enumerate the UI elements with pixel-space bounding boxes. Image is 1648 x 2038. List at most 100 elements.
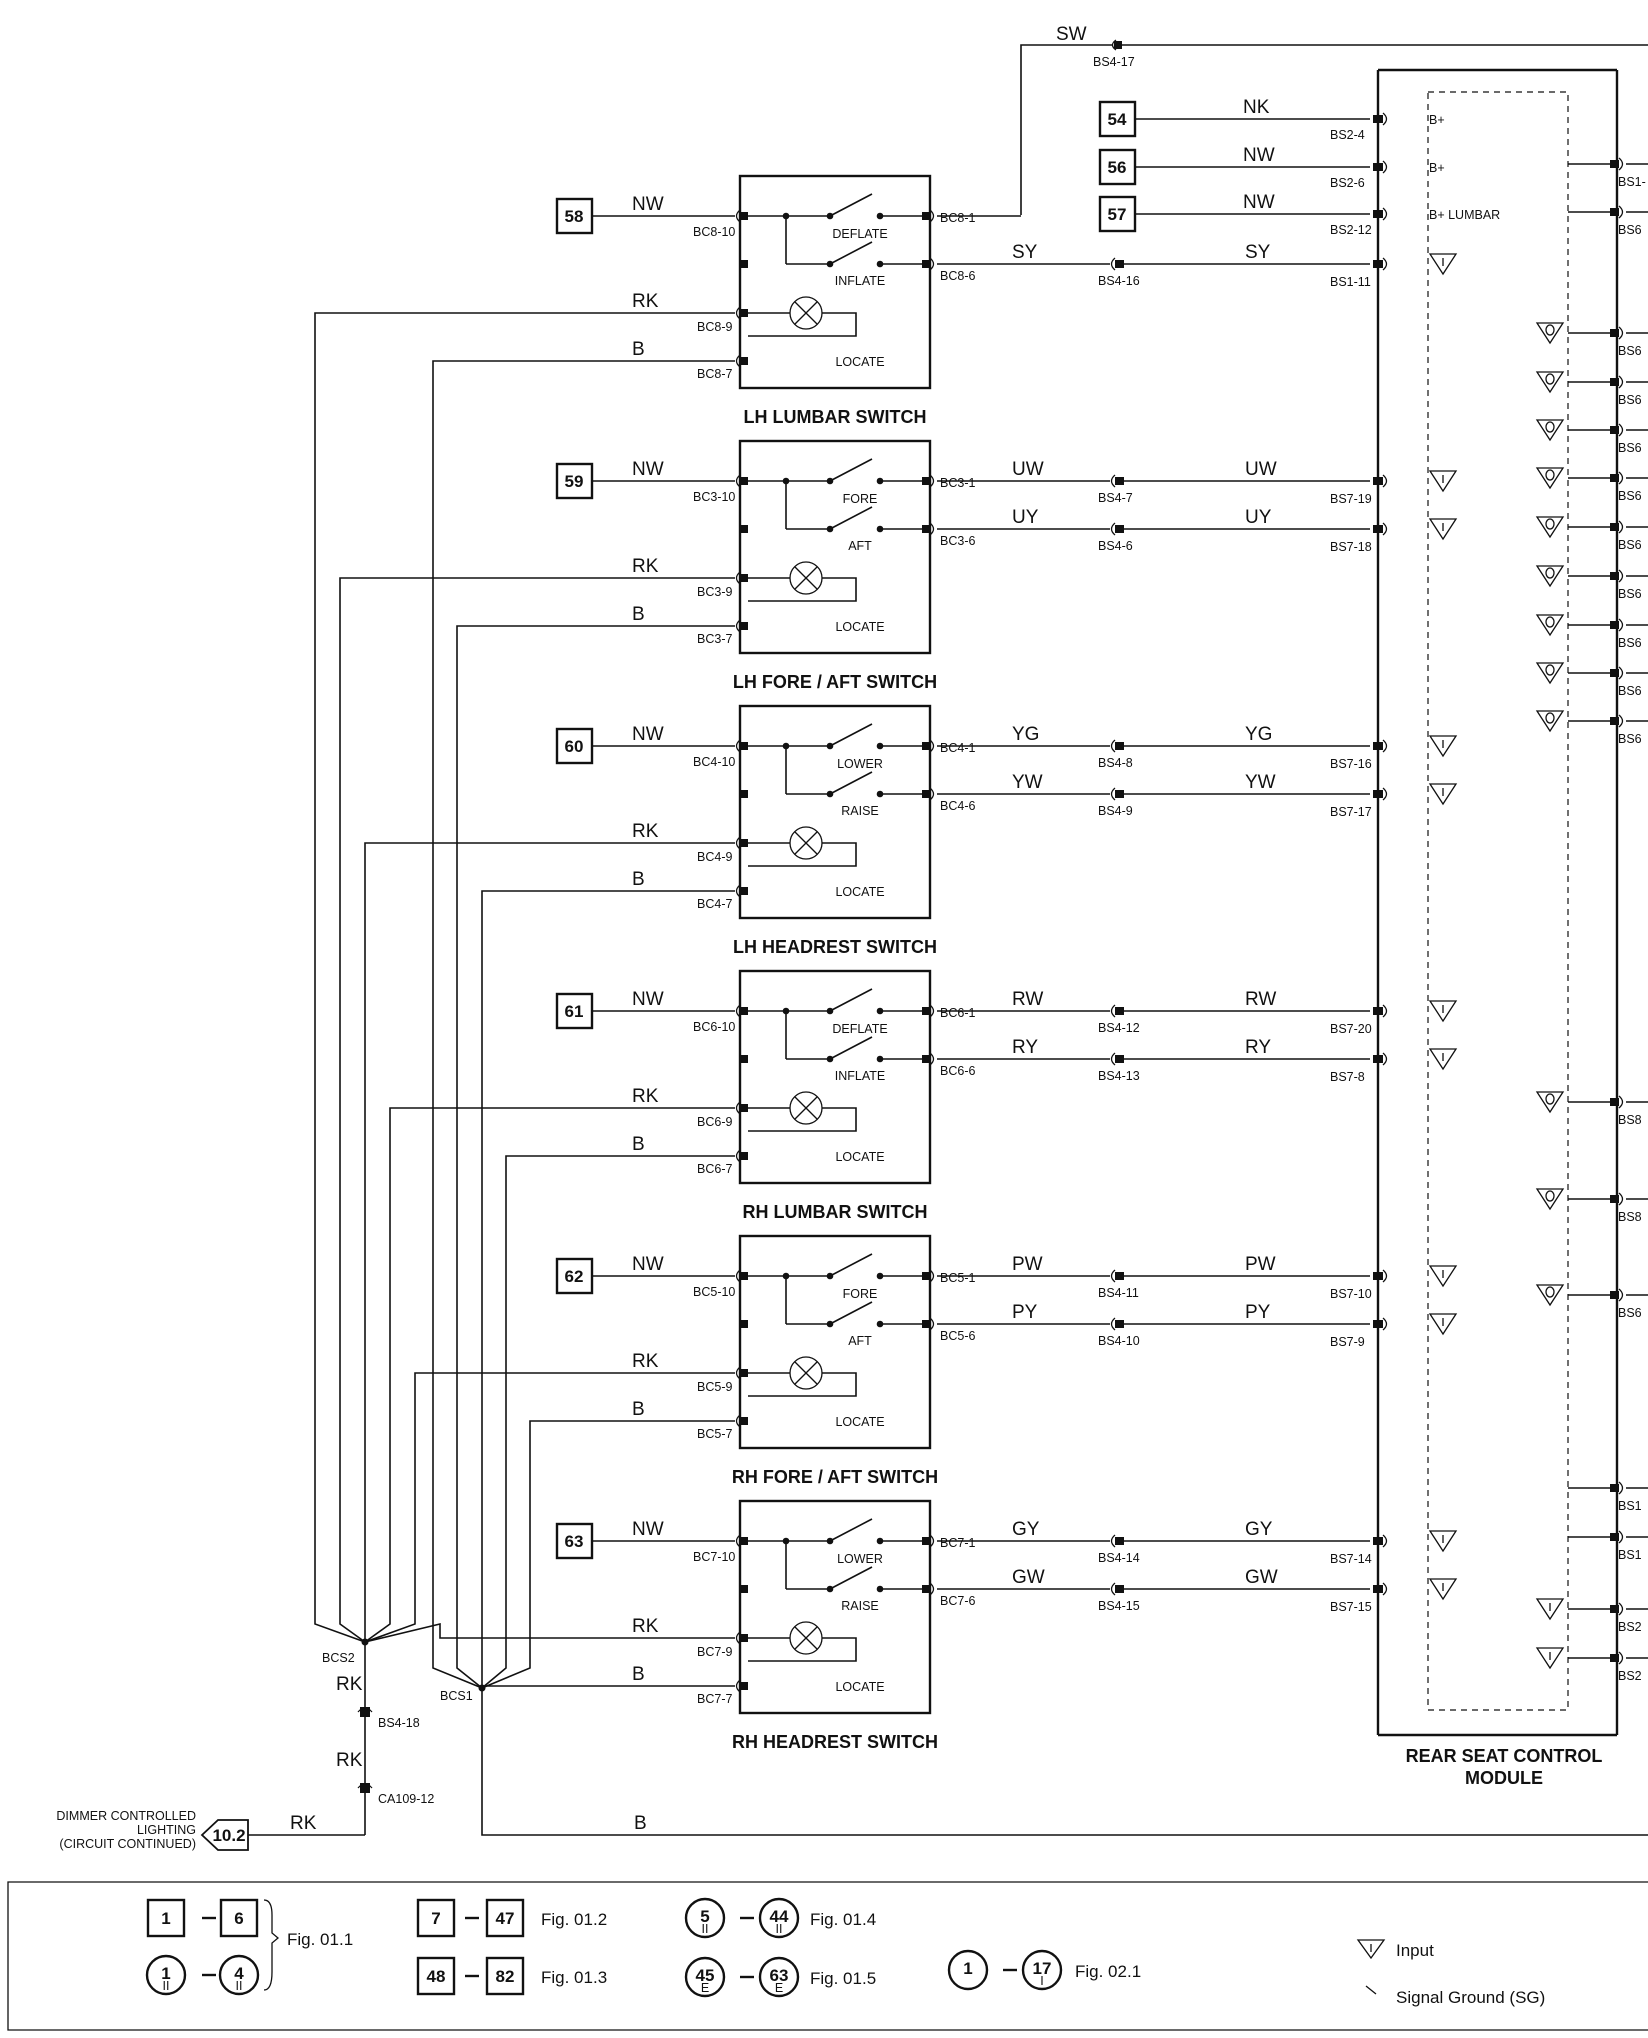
dimmer-ref: 10.2 xyxy=(212,1826,245,1845)
wire-color-right: PW xyxy=(1245,1254,1276,1275)
module-right-pin-label: BS6 xyxy=(1618,441,1642,455)
legend-circle-label: 63 xyxy=(770,1966,789,1985)
module-right-pin-label: BS8 xyxy=(1618,1210,1642,1224)
wire-color-left: SY xyxy=(1012,242,1038,263)
switch-feed-color: NW xyxy=(632,1254,664,1275)
module-right-pin-label: BS2 xyxy=(1618,1620,1642,1634)
switch-title: LH HEADREST SWITCH xyxy=(733,937,937,957)
legend-circle xyxy=(145,1954,187,1996)
supply-ref: 57 xyxy=(1108,205,1127,224)
rk-wire-1: RK xyxy=(336,1674,363,1695)
switch-ref: 62 xyxy=(565,1267,584,1286)
input-icon xyxy=(1428,1313,1458,1336)
ca109-label: CA109-12 xyxy=(378,1792,434,1806)
input-icon xyxy=(1535,1598,1565,1621)
switch-locate-label: LOCATE xyxy=(835,885,884,899)
switch-ref-box: 59 xyxy=(555,462,594,500)
input-icon xyxy=(1428,1265,1458,1288)
module-right-pin-label: BS6 xyxy=(1618,393,1642,407)
switch-locate-label: LOCATE xyxy=(835,355,884,369)
legend-square-label: 47 xyxy=(496,1909,515,1928)
switch-ground-wire-color: B xyxy=(632,1399,645,1420)
legend-circle-label: 1 xyxy=(161,1964,170,1983)
input-icon xyxy=(1428,1048,1458,1071)
wire-color-right: PY xyxy=(1245,1302,1271,1323)
signal-ground-icon xyxy=(1535,614,1565,637)
module-pin: BS7-9 xyxy=(1330,1335,1365,1349)
input-icon xyxy=(1428,1000,1458,1023)
wire-color-left: YW xyxy=(1012,772,1043,793)
switch-lamp-pin: BC7-9 xyxy=(697,1645,732,1659)
inline-connector: BS4-15 xyxy=(1098,1599,1140,1613)
switch-ground-wire-color: B xyxy=(632,869,645,890)
module-title-line1: REAR SEAT CONTROL xyxy=(1406,1746,1603,1766)
wire-color-right: UW xyxy=(1245,459,1277,480)
inline-connector: BS4-6 xyxy=(1098,539,1133,553)
module-right-pin: BS6 xyxy=(1535,516,1648,552)
switch-out1-pin: BC4-1 xyxy=(940,741,975,755)
legend-fig-label: Fig. 01.1 xyxy=(287,1930,353,1949)
switch-ground-wire-color: B xyxy=(632,604,645,625)
wire-color-left: UW xyxy=(1012,459,1044,480)
switch-title: RH HEADREST SWITCH xyxy=(732,1732,938,1752)
switch-out1-pin: BC7-1 xyxy=(940,1536,975,1550)
module-pin: BS7-20 xyxy=(1330,1022,1372,1036)
dimmer-line1: DIMMER CONTROLLED xyxy=(56,1809,196,1823)
wire-color-left: GY xyxy=(1012,1519,1040,1540)
switch-ground-pin: BC7-7 xyxy=(697,1692,732,1706)
switch-position-2: INFLATE xyxy=(835,274,885,288)
inline-connector: BS4-13 xyxy=(1098,1069,1140,1083)
legend-circle-label: 45 xyxy=(696,1966,715,1985)
input-icon xyxy=(1428,783,1458,806)
legend-square-label: 1 xyxy=(161,1909,170,1928)
switch-locate-label: LOCATE xyxy=(835,1680,884,1694)
supply-pin: BS2-4 xyxy=(1330,128,1365,142)
input-icon xyxy=(1428,253,1458,276)
legend-square-label: 48 xyxy=(427,1967,446,1986)
switch-ground-wire-color: B xyxy=(632,339,645,360)
switch-feed-color: NW xyxy=(632,1519,664,1540)
module-right-pin: BS6 xyxy=(1535,467,1648,503)
module-right-pin: BS6 xyxy=(1535,419,1648,455)
module-right-pin: BS1- xyxy=(1568,157,1648,189)
signal-ground-icon xyxy=(1535,516,1565,539)
input-icon xyxy=(1428,735,1458,758)
switch-feed-color: NW xyxy=(632,194,664,215)
module-right-column: BS1-BS6BS6BS6BS6BS6BS6BS6BS6BS6BS6BS8BS8… xyxy=(1535,157,1648,1683)
module-right-pin-label: BS6 xyxy=(1618,489,1642,503)
switch-out2-pin: BC7-6 xyxy=(940,1594,975,1608)
legend-circle xyxy=(758,1897,800,1939)
legend-input-label: Input xyxy=(1396,1941,1434,1960)
supply-pin: BS2-6 xyxy=(1330,176,1365,190)
module-right-pin-label: BS2 xyxy=(1618,1669,1642,1683)
switch-lamp-wire-color: RK xyxy=(632,1086,659,1107)
module-right-pin: BS2 xyxy=(1535,1598,1648,1634)
legend-circle-sub: I xyxy=(1040,1974,1043,1988)
switch-ground-pin: BC4-7 xyxy=(697,897,732,911)
switch-title: RH FORE / AFT SWITCH xyxy=(732,1467,938,1487)
switch-ground-pin: BC3-7 xyxy=(697,632,732,646)
switch-ref-box: 60 xyxy=(555,727,594,765)
switch-ref-box: 61 xyxy=(555,992,594,1030)
signal-ground-icon xyxy=(1535,1188,1565,1211)
inline-connector: BS4-10 xyxy=(1098,1334,1140,1348)
module-right-pin: BS6 xyxy=(1535,1284,1648,1320)
legend-circle-sub: E xyxy=(701,1981,709,1995)
rear-seat-control-module: REAR SEAT CONTROL MODULE xyxy=(1376,68,1619,1788)
supply-pin: BS2-12 xyxy=(1330,223,1372,237)
switch-position-1: FORE xyxy=(843,492,878,506)
inline-connector: BS4-7 xyxy=(1098,491,1133,505)
legend-square xyxy=(146,1898,186,1938)
legend-square xyxy=(416,1956,456,1996)
switch-feed-color: NW xyxy=(632,989,664,1010)
